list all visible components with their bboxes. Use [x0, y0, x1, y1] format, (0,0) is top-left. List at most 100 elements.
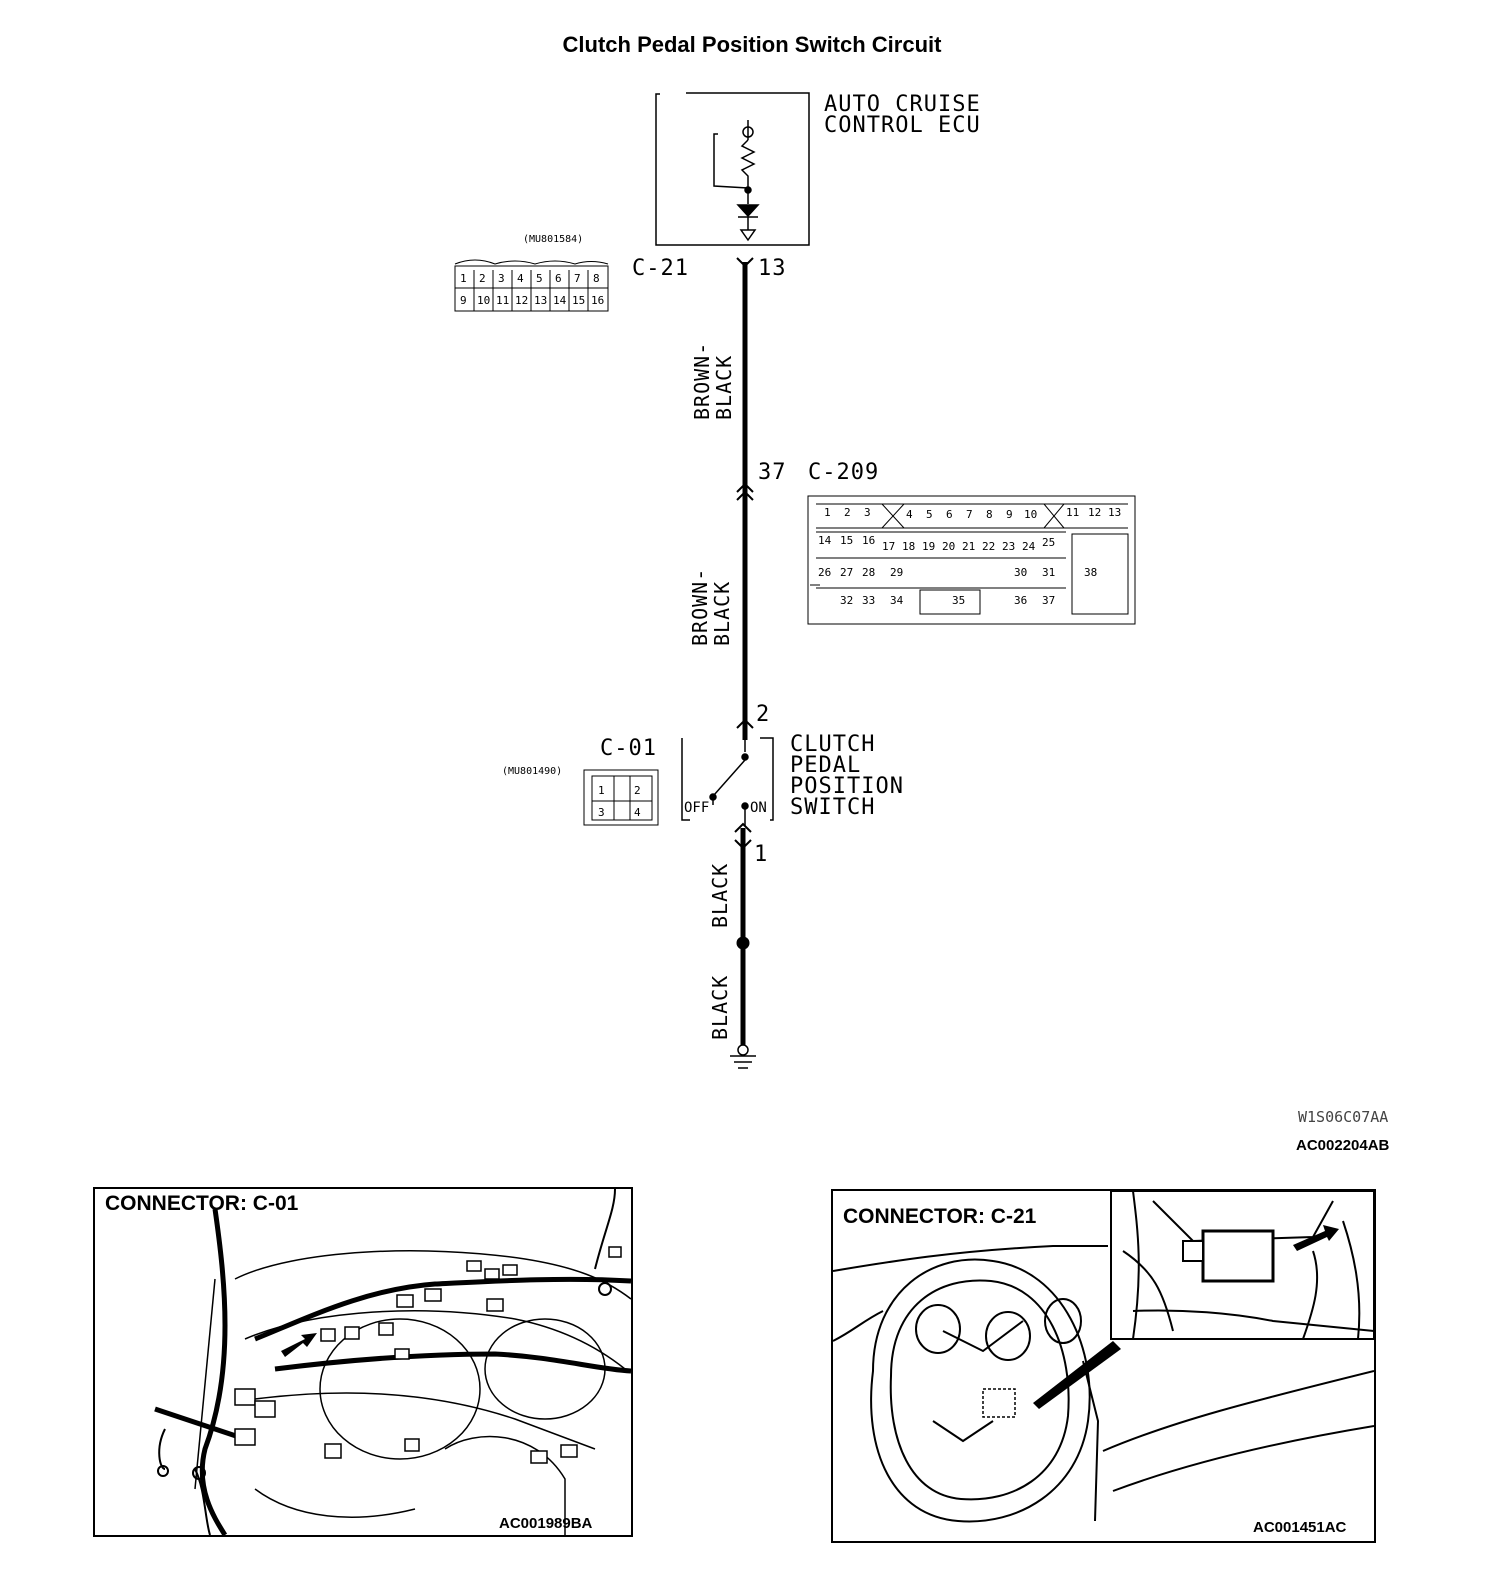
c209-connector-name: C-209 — [808, 460, 880, 485]
connector-c21-title: CONNECTOR: C-21 — [843, 1205, 1037, 1228]
c01-pin: 4 — [634, 806, 641, 819]
c209-pin: 11 — [1066, 506, 1080, 519]
switch-pin-bottom: 1 — [754, 842, 769, 867]
c209-pin: 33 — [862, 594, 876, 607]
c209-pin: 15 — [840, 534, 854, 547]
c21-pin: 4 — [517, 272, 524, 285]
c21-pin: 8 — [593, 272, 600, 285]
c01-connector-face — [583, 769, 659, 826]
c209-pin: 36 — [1014, 594, 1028, 607]
c209-pin: 5 — [926, 508, 933, 521]
c209-pin: 21 — [962, 540, 976, 553]
c21-pin: 9 — [460, 294, 467, 307]
c209-pin: 31 — [1042, 566, 1056, 579]
ecu-box — [655, 92, 810, 246]
main-wire — [734, 257, 754, 1045]
ground-symbol — [730, 1044, 756, 1069]
c209-pin: 10 — [1024, 508, 1038, 521]
c209-pins: 1 2 3 4 5 6 7 8 9 10 11 12 13 14 15 16 1… — [816, 506, 1128, 616]
page-title: Clutch Pedal Position Switch Circuit — [562, 32, 942, 57]
c21-pin: 11 — [496, 294, 510, 307]
c209-pin: 1 — [824, 506, 831, 519]
c21-pin: 16 — [591, 294, 605, 307]
c209-pin: 24 — [1022, 540, 1036, 553]
wire-color-lower1: BLACK — [708, 862, 732, 928]
c21-pin: 3 — [498, 272, 505, 285]
c209-pin: 16 — [862, 534, 876, 547]
c21-pin: 6 — [555, 272, 562, 285]
switch-name-line2: PEDAL — [790, 753, 862, 778]
c21-pin: 13 — [534, 294, 548, 307]
wire-color-middle-line1: BROWN- — [688, 567, 712, 646]
c209-pin: 13 — [1108, 506, 1122, 519]
wire-color-middle-line2: BLACK — [710, 580, 734, 646]
switch-name-line1: CLUTCH — [790, 732, 876, 757]
c209-pin: 17 — [882, 540, 896, 553]
c209-pin: 7 — [966, 508, 973, 521]
connector-c01-title: CONNECTOR: C-01 — [105, 1192, 299, 1215]
c209-pin: 14 — [818, 534, 832, 547]
c01-pin: 2 — [634, 784, 641, 797]
c209-pin: 9 — [1006, 508, 1013, 521]
c209-pin-number: 37 — [758, 460, 787, 485]
c21-pin: 15 — [572, 294, 586, 307]
ecu-label-line2: CONTROL ECU — [824, 113, 981, 138]
c209-pin: 35 — [952, 594, 966, 607]
c209-pin: 37 — [1042, 594, 1056, 607]
c21-part-number: (MU801584) — [523, 234, 584, 245]
c209-pin: 8 — [986, 508, 993, 521]
switch-pin-top: 2 — [756, 702, 771, 727]
c21-connector-face — [454, 259, 609, 312]
c209-pin: 4 — [906, 508, 913, 521]
c209-pin: 25 — [1042, 536, 1056, 549]
c209-pin: 18 — [902, 540, 916, 553]
c209-pin: 29 — [890, 566, 904, 579]
c209-pin: 22 — [982, 540, 996, 553]
switch-on-label: ON — [750, 800, 767, 816]
c21-pin: 1 — [460, 272, 467, 285]
c209-pin: 6 — [946, 508, 953, 521]
figure-code-small: W1S06C07AA — [1298, 1108, 1389, 1126]
c209-pin: 34 — [890, 594, 904, 607]
switch-box — [681, 737, 774, 826]
c209-connector-face — [807, 495, 1136, 625]
c21-pin: 2 — [479, 272, 486, 285]
c209-pin: 26 — [818, 566, 832, 579]
c209-pin: 20 — [942, 540, 956, 553]
c209-pin: 23 — [1002, 540, 1016, 553]
c209-pin: 30 — [1014, 566, 1028, 579]
dashboard-illustration — [154, 1189, 631, 1535]
c209-pin: 27 — [840, 566, 854, 579]
c21-pin: 14 — [553, 294, 567, 307]
c209-pin: 3 — [864, 506, 871, 519]
connector-c21-figure-code: AC001451AC — [1253, 1519, 1347, 1536]
circuit-schematic — [454, 92, 1136, 1069]
c01-pin: 3 — [598, 806, 605, 819]
c21-pin: 7 — [574, 272, 581, 285]
c01-pin: 1 — [598, 784, 605, 797]
c209-pin: 28 — [862, 566, 876, 579]
c01-connector-name: C-01 — [600, 736, 657, 761]
connector-c01-figure-code: AC001989BA — [499, 1515, 593, 1532]
c21-pin: 10 — [477, 294, 491, 307]
ecu-label-line1: AUTO CRUISE — [824, 92, 981, 117]
switch-off-label: OFF — [684, 800, 710, 816]
connector-c21-panel: CONNECTOR: C-21 AC001451AC — [831, 1189, 1376, 1543]
c21-connector-name: C-21 — [632, 256, 689, 281]
switch-name-line3: POSITION — [790, 774, 904, 799]
c21-pin: 5 — [536, 272, 543, 285]
steering-illustration — [833, 1191, 1374, 1523]
c209-pin-big: 38 — [1084, 566, 1098, 579]
switch-name-line4: SWITCH — [790, 795, 876, 820]
c209-pin: 2 — [844, 506, 851, 519]
c21-pin-number: 13 — [758, 256, 787, 281]
connector-c01-panel: CONNECTOR: C-01 AC001989BA — [93, 1187, 633, 1537]
wire-color-lower2: BLACK — [708, 974, 732, 1040]
c209-pin: 19 — [922, 540, 936, 553]
c209-pin: 12 — [1088, 506, 1102, 519]
c01-part-number: (MU801490) — [502, 766, 563, 777]
wire-color-upper-line1: BROWN- — [690, 341, 714, 420]
c21-pin: 12 — [515, 294, 529, 307]
figure-code-main: AC002204AB — [1296, 1137, 1390, 1154]
c209-pin: 32 — [840, 594, 854, 607]
